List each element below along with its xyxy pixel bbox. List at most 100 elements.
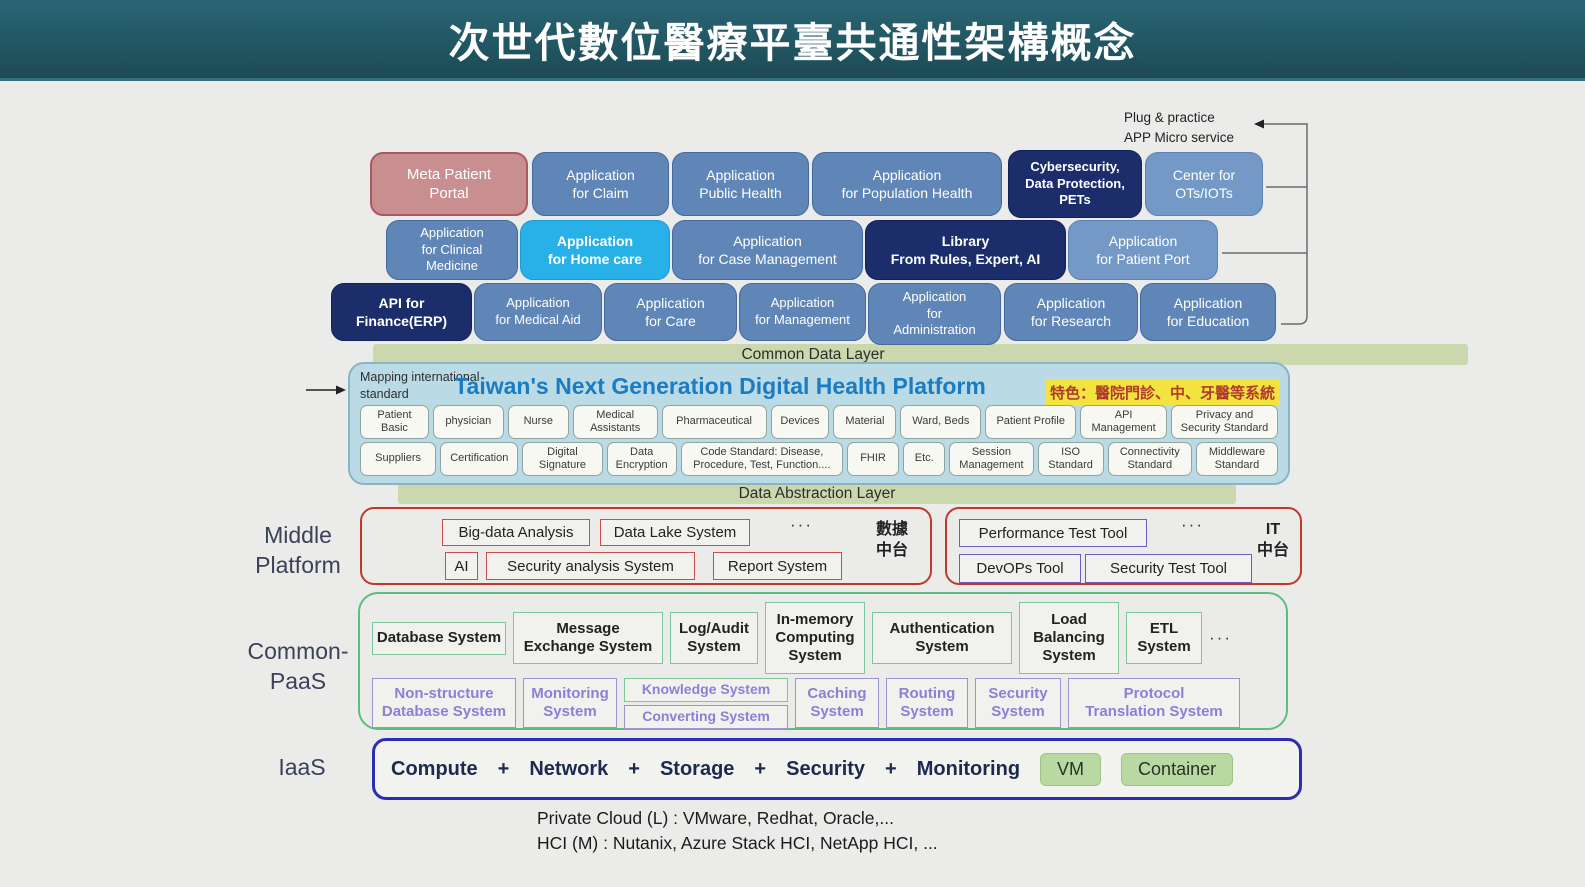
platform-row-1: Patient Basic physician Nurse Medical As… bbox=[360, 405, 1278, 439]
chip-vm: VM bbox=[1040, 752, 1102, 786]
pbox-data-encryption: Data Encryption bbox=[606, 442, 677, 476]
platform-row-2: Suppliers Certification Digital Signatur… bbox=[360, 442, 1279, 476]
common-data-layer-label: Common Data Layer bbox=[741, 345, 885, 363]
common-paas-group: Database System Message Exchange System … bbox=[358, 592, 1288, 730]
middle-it-group: Performance Test Tool ··· IT 中台 DevOPs T… bbox=[945, 507, 1302, 585]
pbox-nurse: Nurse bbox=[507, 405, 569, 439]
box-api-for-finance-erp: API for Finance(ERP) bbox=[331, 283, 472, 341]
box-in-memory-computing-system: In-memory Computing System bbox=[765, 602, 865, 674]
box-non-structure-database-system: Non-structure Database System bbox=[372, 678, 516, 728]
box-knowledge-system: Knowledge System bbox=[624, 677, 788, 702]
box-big-data-analysis: Big-data Analysis bbox=[442, 519, 590, 546]
box-application-for-claim: Application for Claim bbox=[532, 152, 669, 216]
pbox-digital-signature: Digital Signature bbox=[522, 442, 603, 476]
platform-highlight: 特色：醫院門診、中、牙醫等系統 bbox=[1044, 379, 1280, 406]
iaas-security: Security bbox=[786, 757, 866, 780]
box-application-for-research: Application for Research bbox=[1004, 283, 1138, 341]
iaas-group: Compute + Network + Storage + Security +… bbox=[372, 738, 1302, 800]
mapping-standard-note: Mapping international standard bbox=[360, 370, 480, 401]
box-application-for-education: Application for Education bbox=[1140, 283, 1276, 341]
it-mid-platform-cn-label: IT 中台 bbox=[1256, 521, 1289, 559]
box-data-lake-system: Data Lake System bbox=[600, 519, 750, 546]
box-application-for-home-care: Application for Home care bbox=[520, 220, 670, 280]
pbox-certification: Certification bbox=[440, 442, 519, 476]
box-security-test-tool: Security Test Tool bbox=[1085, 554, 1252, 583]
middle-platform-label: Middle Platform bbox=[255, 522, 341, 578]
pbox-ward-beds: Ward, Beds bbox=[900, 405, 982, 439]
page-title: 次世代數位醫療平臺共通性架構概念 bbox=[448, 20, 1137, 66]
box-application-public-health: Application Public Health bbox=[672, 152, 809, 216]
box-caching-system: Caching System bbox=[795, 678, 879, 728]
middle-data-group: Big-data Analysis Data Lake System ··· 數… bbox=[360, 507, 932, 585]
paas-row-1: Database System Message Exchange System … bbox=[372, 600, 1278, 676]
pbox-middleware-standard: Middleware Standard bbox=[1195, 442, 1279, 476]
box-application-for-case-management: Application for Case Management bbox=[672, 220, 863, 280]
pbox-medical-assistants: Medical Assistants bbox=[572, 405, 658, 439]
pbox-code-standard: Code Standard: Disease, Procedure, Test,… bbox=[680, 442, 843, 476]
box-application-for-clinical-medicine: Application for Clinical Medicine bbox=[386, 220, 518, 280]
middle-right-ellipsis: ··· bbox=[1181, 515, 1204, 534]
box-meta-patient-portal: Meta Patient Portal bbox=[370, 152, 528, 216]
pbox-pharmaceutical: Pharmaceutical bbox=[661, 405, 767, 439]
title-bar: 次世代數位醫療平臺共通性架構概念 bbox=[0, 0, 1585, 81]
digital-health-platform-box: Mapping international standard Taiwan's … bbox=[348, 362, 1290, 485]
middle-left-ellipsis: ··· bbox=[790, 515, 813, 534]
box-ai: AI bbox=[445, 552, 478, 580]
box-load-balancing-system: Load Balancing System bbox=[1019, 602, 1119, 674]
box-monitoring-system: Monitoring System bbox=[523, 678, 617, 728]
pbox-connectivity-standard: Connectivity Standard bbox=[1107, 442, 1192, 476]
iaas-compute: Compute bbox=[391, 757, 478, 780]
paas-row-2: Non-structure Database System Monitoring… bbox=[372, 677, 1278, 729]
box-application-for-care: Application for Care bbox=[604, 283, 737, 341]
box-routing-system: Routing System bbox=[886, 678, 968, 728]
box-performance-test-tool: Performance Test Tool bbox=[959, 519, 1147, 547]
plus-sign: + bbox=[628, 757, 640, 780]
data-mid-platform-cn-label: 數據 中台 bbox=[875, 521, 908, 559]
box-etl-system: ETL System bbox=[1126, 612, 1202, 664]
iaas-network: Network bbox=[529, 757, 609, 780]
box-cybersecurity-data-protection-pets: Cybersecurity, Data Protection, PETs bbox=[1008, 150, 1142, 218]
plug-practice-note: Plug & practice APP Micro service bbox=[1124, 110, 1235, 145]
data-abstraction-layer-label: Data Abstraction Layer bbox=[738, 485, 896, 502]
box-message-exchange-system: Message Exchange System bbox=[513, 612, 663, 664]
pbox-session-management: Session Management bbox=[949, 442, 1034, 476]
common-paas-label: Common- PaaS bbox=[247, 638, 349, 694]
box-application-for-patient-port: Application for Patient Port bbox=[1068, 220, 1218, 280]
pbox-devices: Devices bbox=[770, 405, 830, 439]
pbox-patient-profile: Patient Profile bbox=[985, 405, 1077, 439]
knowledge-converting-stack: Knowledge System Converting System bbox=[624, 677, 788, 729]
box-protocol-translation-system: Protocol Translation System bbox=[1068, 678, 1240, 728]
platform-title: Taiwan's Next Generation Digital Health … bbox=[454, 373, 986, 399]
footer-hci: HCI (M) : Nutanix, Azure Stack HCI, NetA… bbox=[537, 833, 938, 853]
chip-container: Container bbox=[1121, 752, 1234, 786]
box-converting-system: Converting System bbox=[624, 704, 788, 729]
box-application-for-administration: Application for Administration bbox=[868, 283, 1001, 345]
box-application-for-medical-aid: Application for Medical Aid bbox=[474, 283, 602, 341]
plug-arrow-head bbox=[1254, 119, 1264, 129]
box-library-from-rules-expert-ai: Library From Rules, Expert, AI bbox=[865, 220, 1066, 280]
iaas-label: IaaS bbox=[278, 754, 326, 780]
pbox-patient-basic: Patient Basic bbox=[360, 405, 429, 439]
iaas-monitoring: Monitoring bbox=[916, 757, 1021, 780]
box-devops-tool: DevOPs Tool bbox=[959, 554, 1081, 583]
plus-sign: + bbox=[754, 757, 767, 780]
mapping-arrow-head bbox=[336, 385, 346, 395]
pbox-privacy-security-standard: Privacy and Security Standard bbox=[1171, 405, 1278, 439]
box-database-system: Database System bbox=[372, 621, 506, 655]
pbox-physician: physician bbox=[432, 405, 504, 439]
pbox-fhir: FHIR bbox=[846, 442, 900, 476]
pbox-etc: Etc. bbox=[903, 442, 946, 476]
pbox-iso-standard: ISO Standard bbox=[1037, 442, 1104, 476]
box-log-audit-system: Log/Audit System bbox=[670, 612, 758, 664]
box-report-system: Report System bbox=[713, 552, 842, 580]
paas-row1-ellipsis: ··· bbox=[1209, 628, 1232, 647]
box-security-analysis-system: Security analysis System bbox=[486, 552, 695, 580]
pbox-suppliers: Suppliers bbox=[360, 442, 437, 476]
data-abstraction-layer-bar: Data Abstraction Layer bbox=[398, 484, 1236, 504]
box-application-for-management: Application for Management bbox=[739, 283, 866, 341]
box-application-for-population-health: Application for Population Health bbox=[812, 152, 1002, 216]
plus-sign: + bbox=[497, 757, 510, 780]
plus-sign: + bbox=[885, 757, 897, 780]
pbox-api-management: API Management bbox=[1080, 405, 1168, 439]
pbox-material: Material bbox=[833, 405, 897, 439]
